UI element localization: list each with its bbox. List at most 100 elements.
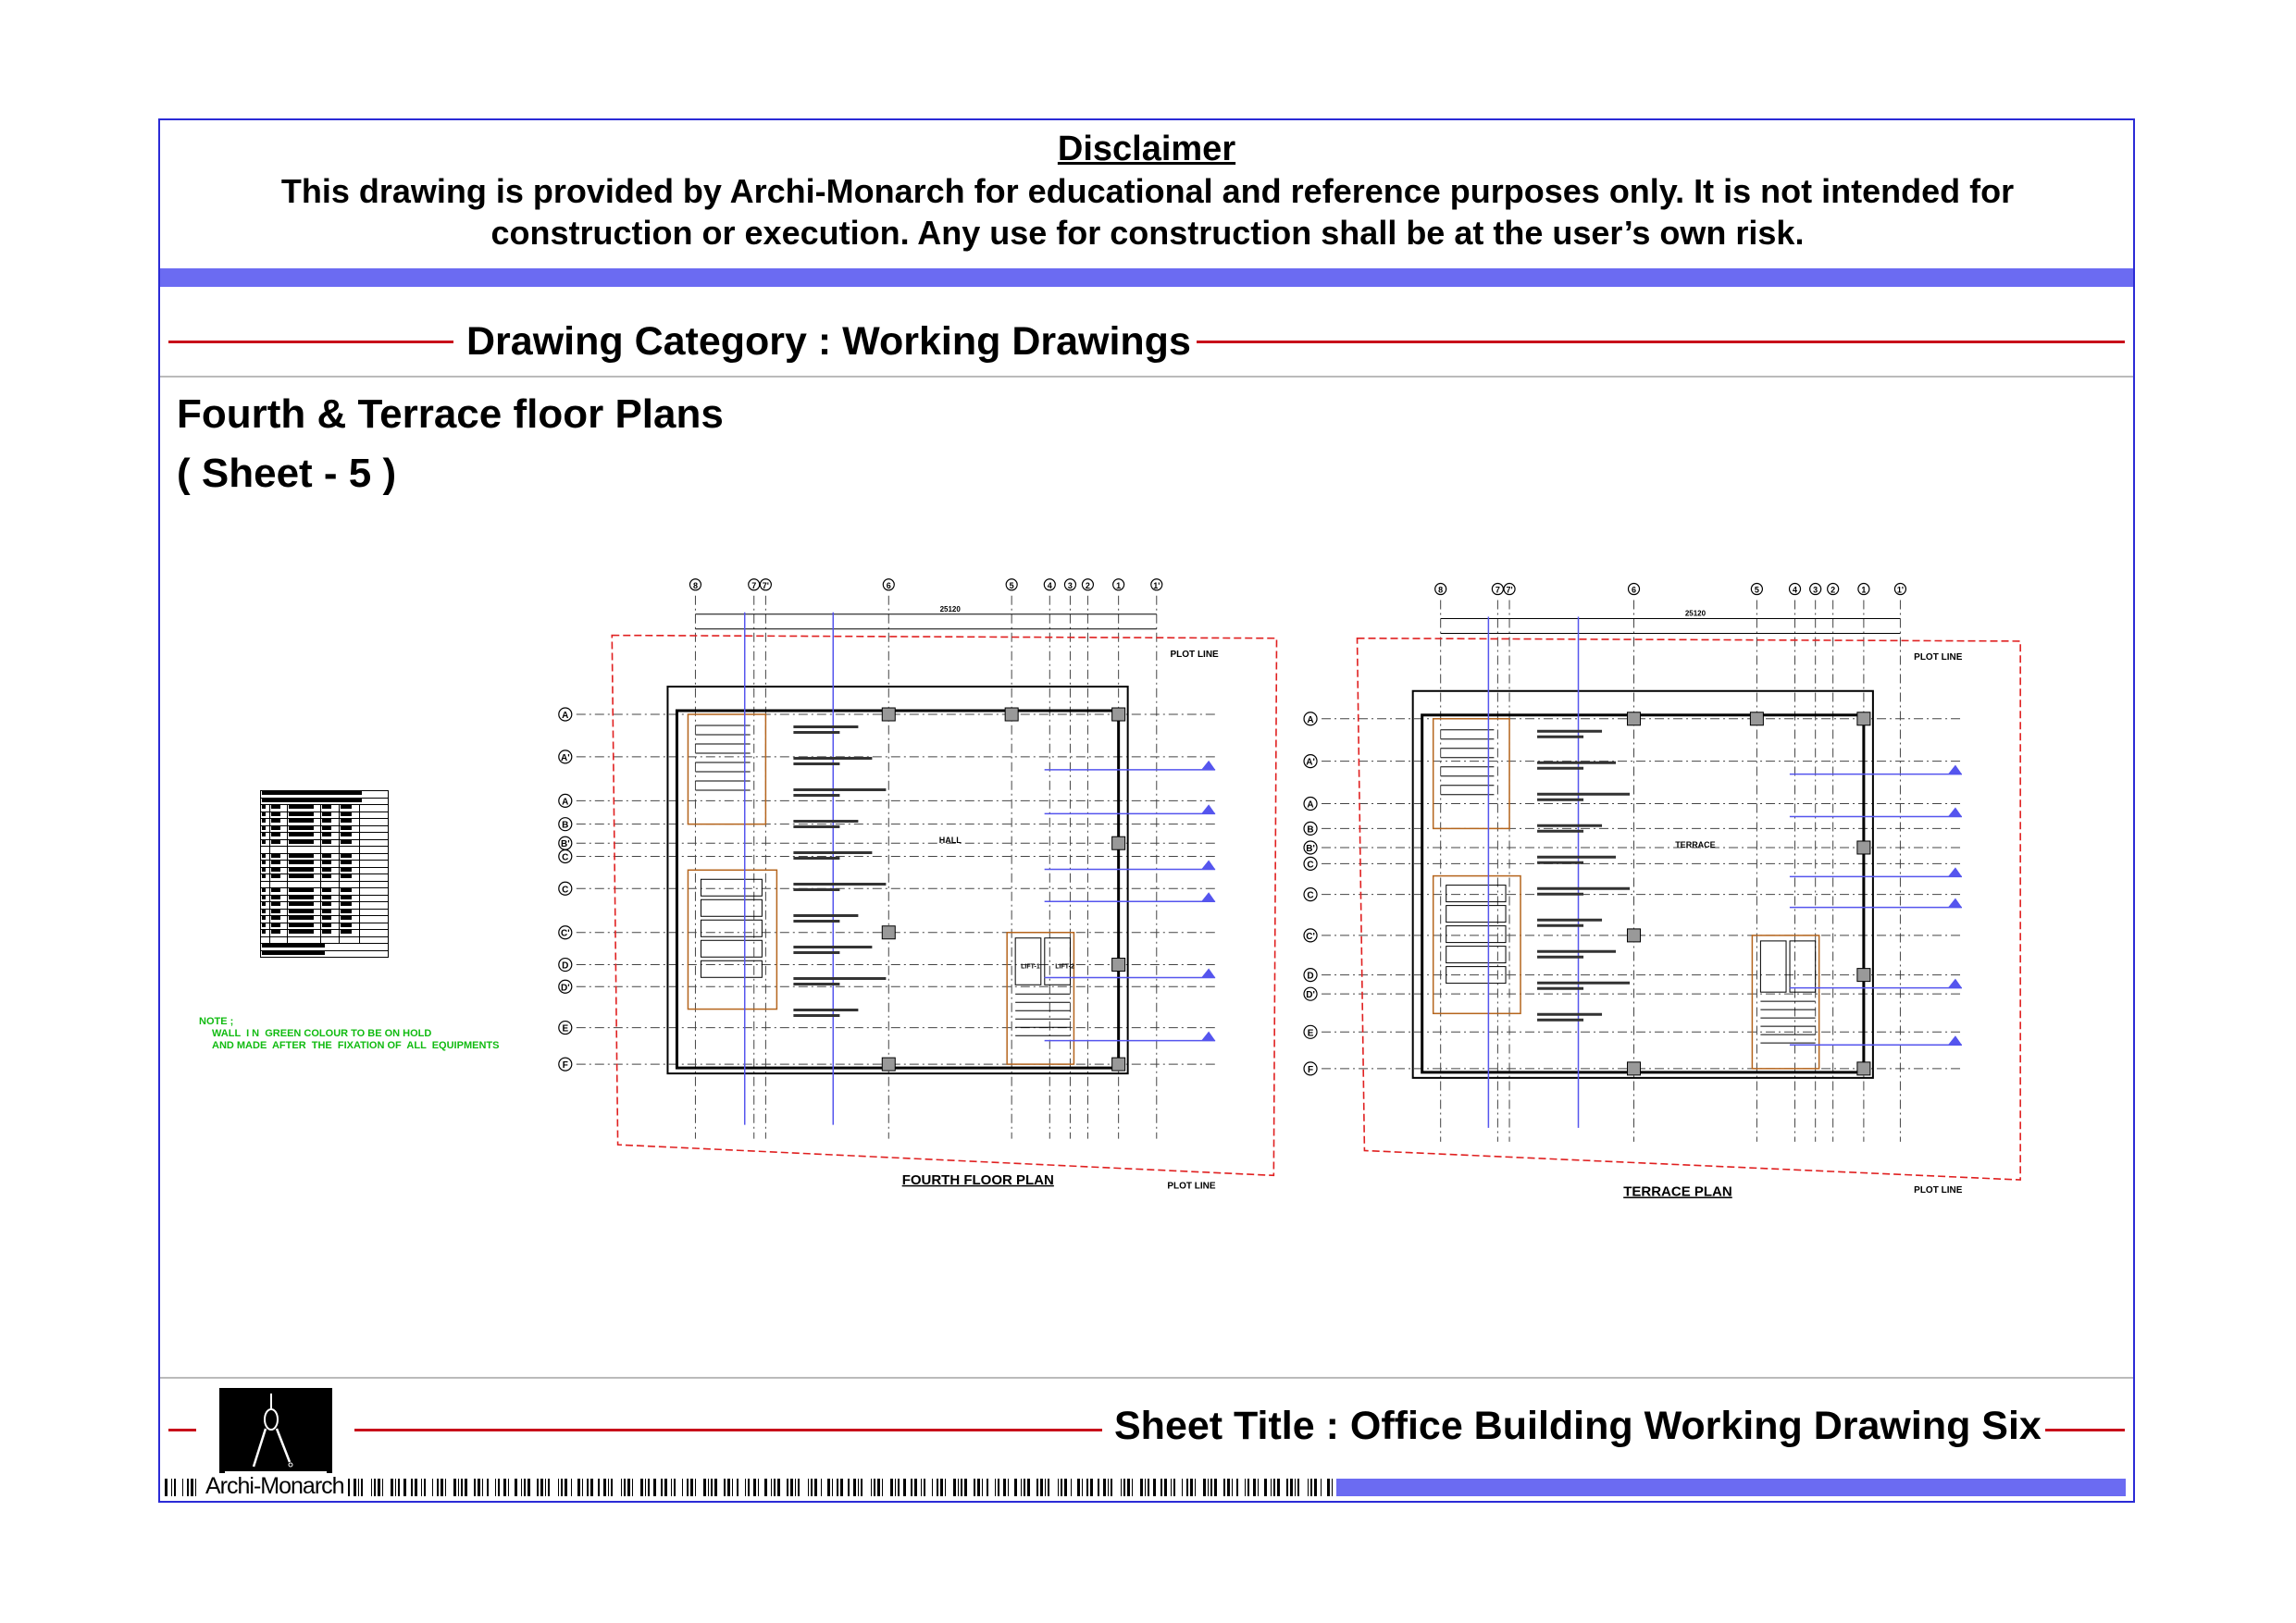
barcode-bar — [645, 1479, 646, 1496]
barcode-bar — [382, 1479, 383, 1496]
grid-bubble — [1303, 754, 1318, 769]
barcode-bar — [174, 1479, 176, 1496]
barcode-bar — [787, 1479, 788, 1496]
grid-bubble — [1303, 968, 1318, 983]
barcode-bar — [1214, 1479, 1217, 1496]
grid-bubble — [1750, 582, 1764, 596]
grid-label: 6 — [887, 581, 891, 590]
annotation-text-block — [1537, 855, 1617, 859]
barcode-bar — [582, 1479, 583, 1496]
barcode-bar — [587, 1479, 589, 1496]
barcode-bar — [411, 1479, 413, 1496]
grid-label: D — [562, 961, 568, 972]
barcode-bar — [664, 1479, 667, 1496]
barcode-bar — [508, 1479, 509, 1496]
barcode-bar — [708, 1479, 709, 1496]
barcode-bar — [921, 1479, 922, 1496]
barcode-bar — [1040, 1479, 1043, 1496]
plot-line-label: PLOT LINE — [1914, 652, 1963, 663]
barcode-bar — [1264, 1479, 1267, 1496]
structural-column — [1856, 840, 1871, 855]
grid-bubble — [1112, 578, 1125, 591]
barcode-bar — [495, 1479, 496, 1496]
grid-label: 7' — [763, 581, 769, 590]
barcode-bar — [1186, 1479, 1188, 1496]
barcode-bar — [661, 1479, 663, 1496]
barcode-bar — [1024, 1479, 1025, 1496]
barcode-bar — [540, 1479, 543, 1496]
grid-bubble — [1857, 582, 1870, 596]
divider — [160, 376, 2133, 378]
grid-bubble — [748, 578, 761, 591]
barcode-bar — [964, 1479, 967, 1496]
barcode-bar — [1171, 1479, 1172, 1496]
barcode-bar — [474, 1479, 476, 1496]
barcode-bar — [565, 1479, 567, 1496]
barcode-bar — [877, 1479, 880, 1496]
room-partition — [1446, 885, 1507, 903]
room-label: HALL — [939, 836, 962, 845]
grid-label: A' — [1306, 758, 1315, 768]
barcode-bar — [432, 1479, 433, 1496]
grid-label: C — [562, 885, 568, 895]
barcode-bar — [1111, 1479, 1112, 1496]
barcode-bar — [748, 1479, 750, 1496]
barcode-bar — [478, 1479, 480, 1496]
barcode-bar — [1082, 1479, 1083, 1496]
barcode-bar — [848, 1479, 850, 1496]
barcode-bar — [653, 1479, 656, 1496]
grid-bubble — [759, 578, 772, 591]
barcode-bar — [648, 1479, 650, 1496]
annotation-text-block — [1537, 1018, 1584, 1022]
toilet-block — [687, 869, 778, 1010]
barcode-bar — [840, 1479, 843, 1496]
barcode-bar — [403, 1479, 406, 1496]
annotation-text-block — [793, 857, 840, 861]
exterior-wall — [675, 709, 1121, 1070]
grid-bubble — [1081, 578, 1095, 591]
lift-label: LIFT-2 — [1055, 964, 1074, 971]
barcode-bar — [987, 1479, 988, 1496]
barcode-bar — [1148, 1479, 1149, 1496]
barcode-bar — [1190, 1479, 1193, 1496]
barcode-bar — [674, 1479, 676, 1496]
barcode-bar — [482, 1479, 483, 1496]
structural-column — [1111, 836, 1126, 850]
barcode-bar — [714, 1479, 717, 1496]
structural-column — [1749, 712, 1764, 726]
barcode-strip — [165, 1479, 1333, 1496]
barcode-bar — [795, 1479, 796, 1496]
barcode-bar — [1003, 1479, 1006, 1496]
grid-bubble — [1627, 582, 1641, 596]
barcode-bar — [545, 1479, 546, 1496]
annotation-text-block — [1537, 824, 1603, 827]
section-marker-icon — [1947, 978, 1962, 988]
barcode-bar — [361, 1479, 363, 1496]
annotation-text-block — [793, 731, 840, 735]
brand-name: Archi-Monarch — [204, 1473, 346, 1500]
schedule-row — [260, 901, 389, 910]
room-partition — [700, 898, 763, 917]
section-marker-icon — [1947, 807, 1962, 817]
barcode-bar — [695, 1479, 696, 1496]
grid-bubble — [558, 817, 573, 832]
grid-bubble — [1303, 821, 1318, 836]
grid-label: F — [563, 1060, 568, 1071]
grid-bubble — [558, 957, 573, 973]
building-outline — [666, 686, 1129, 1075]
barcode-bar — [961, 1479, 962, 1496]
structural-column — [1627, 1061, 1642, 1076]
disclaimer-line-2: construction or execution. Any use for c… — [490, 214, 1805, 252]
barcode-bar — [774, 1479, 776, 1496]
grid-label: 3 — [1068, 581, 1073, 590]
structural-column — [1111, 958, 1126, 973]
grid-label: D' — [1306, 990, 1315, 1000]
barcode-bar — [182, 1479, 183, 1496]
overall-dimension: 25120 — [1685, 610, 1706, 618]
barcode-bar — [1332, 1479, 1333, 1496]
schedule-row — [260, 860, 389, 868]
grid-label: A — [1307, 715, 1313, 725]
room-label: TERRACE — [1675, 840, 1716, 849]
annotation-text-block — [1537, 766, 1584, 770]
